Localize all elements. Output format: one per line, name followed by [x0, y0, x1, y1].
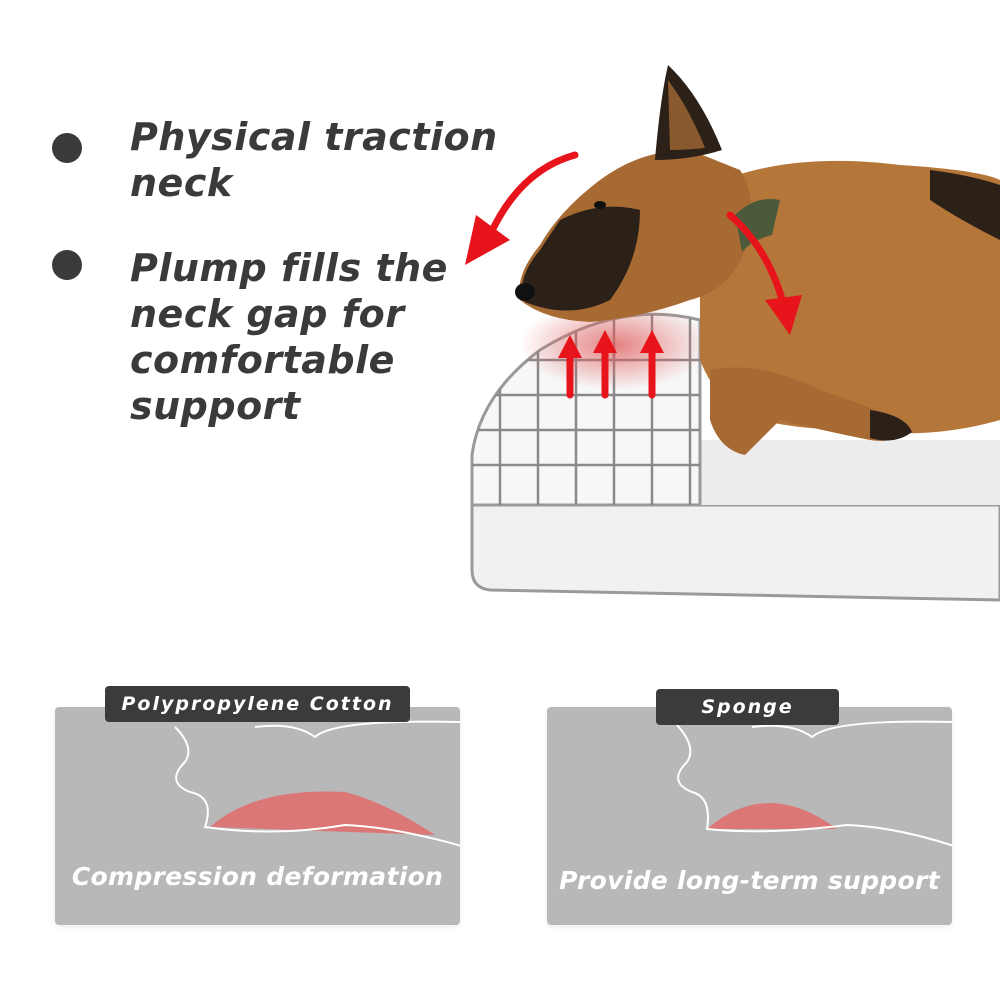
dog-bed-illustration: [465, 65, 1000, 602]
feature-text-traction: Physical traction neck: [130, 115, 498, 205]
dog-neck-outline: [174, 720, 460, 847]
arrow-heads: [465, 215, 802, 358]
comparison-card-sponge: [547, 707, 952, 925]
dog-illustration: [515, 65, 1000, 455]
feature-text-neck-gap: Plump fills the neck gap for comfortable…: [130, 246, 448, 428]
card-label-cotton: Polypropylene Cotton: [105, 686, 410, 722]
comparison-card-cotton: [55, 707, 460, 925]
mattress-base: [470, 440, 1000, 602]
force-arrows: [486, 151, 789, 399]
bullet-icon: [52, 250, 82, 280]
bullet-icon: [52, 133, 82, 163]
card-label-sponge: Sponge: [656, 689, 839, 725]
card-caption-sponge: Provide long-term support: [559, 866, 940, 895]
dog-neck-outline: [676, 720, 952, 847]
bolster-pillow: [470, 300, 710, 507]
card-caption-cotton: Compression deformation: [71, 862, 444, 891]
